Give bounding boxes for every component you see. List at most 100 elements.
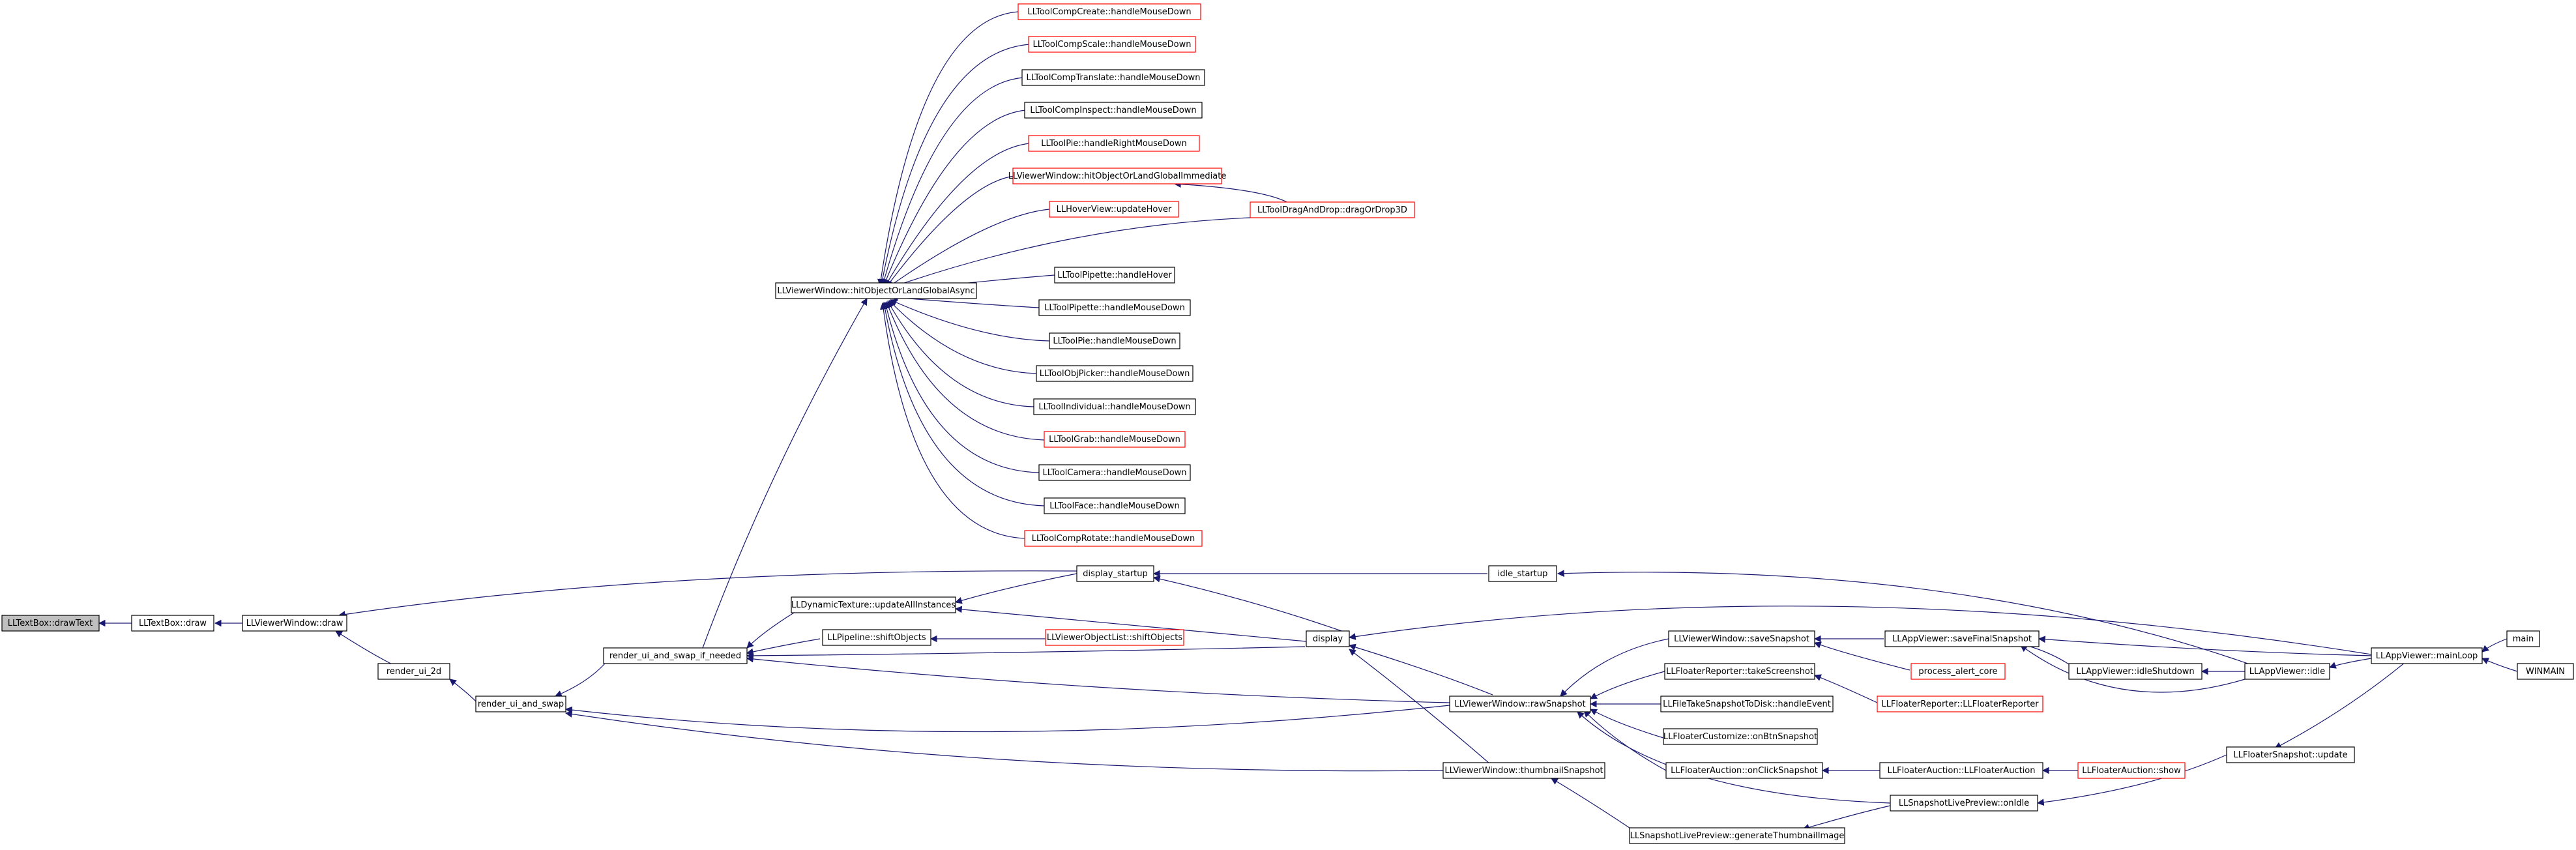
node-grab-down[interactable]: LLToolGrab::handleMouseDown	[1044, 431, 1186, 448]
edge-processalert-to-savesnapshot	[1813, 641, 1910, 671]
node-comp-inspect[interactable]: LLToolCompInspect::handleMouseDown	[1024, 102, 1203, 119]
node-dyn-texture[interactable]: LLDynamicTexture::updateAllInstances	[791, 596, 956, 613]
node-main[interactable]: main	[2506, 630, 2540, 647]
edge-comprotate-to-hitasync	[879, 302, 1027, 539]
node-face-down[interactable]: LLToolFace::handleMouseDown	[1044, 497, 1186, 514]
edge-rawsnapshot-to-renderuiandswapifneeded	[746, 655, 1450, 703]
node-camera-down-label: LLToolCamera::handleMouseDown	[1042, 468, 1186, 478]
node-comp-rotate-label: LLToolCompRotate::handleMouseDown	[1032, 534, 1195, 544]
node-idle-startup[interactable]: idle_startup	[1488, 565, 1557, 582]
edge-customize-to-rawsnapshot	[1590, 709, 1664, 739]
edge-dragordrop-to-hitimmediate	[1173, 181, 1290, 204]
node-drawtext[interactable]: LLTextBox::drawText	[1, 615, 100, 632]
node-render-ui-2d[interactable]: render_ui_2d	[377, 663, 450, 680]
node-dyn-texture-label: LLDynamicTexture::updateAllInstances	[791, 600, 956, 610]
node-auction-ctor[interactable]: LLFloaterAuction::LLFloaterAuction	[1879, 762, 2043, 779]
node-winmain[interactable]: WINMAIN	[2517, 663, 2574, 680]
edge-liveonidle-to-generatethumb	[1802, 805, 1891, 831]
node-auction-click[interactable]: LLFloaterAuction::onClickSnapshot	[1665, 762, 1823, 779]
node-auction-show[interactable]: LLFloaterAuction::show	[2077, 762, 2186, 779]
node-grab-down-label: LLToolGrab::handleMouseDown	[1049, 435, 1180, 445]
node-render-ui-and-swap[interactable]: render_ui_and_swap	[475, 696, 566, 712]
node-render-ui-2d-label: render_ui_2d	[387, 667, 441, 677]
node-main-loop[interactable]: LLAppViewer::mainLoop	[2371, 647, 2483, 664]
node-idle-shutdown[interactable]: LLAppViewer::idleShutdown	[2068, 663, 2203, 680]
node-drawtext-label: LLTextBox::drawText	[8, 619, 93, 628]
edge-face-to-hitasync	[881, 301, 1045, 506]
node-comp-create[interactable]: LLToolCompCreate::handleMouseDown	[1017, 3, 1201, 20]
node-floater-snapshot-update[interactable]: LLFloaterSnapshot::update	[2226, 746, 2355, 763]
edge-reporterctor-to-takescreenshot	[1813, 674, 1878, 703]
node-individual-down[interactable]: LLToolIndividual::handleMouseDown	[1033, 398, 1196, 415]
node-take-screenshot[interactable]: LLFloaterReporter::takeScreenshot	[1664, 663, 1815, 680]
node-hover-update[interactable]: LLHoverView::updateHover	[1049, 201, 1179, 218]
edge-displaystartup-to-viewerwindowdraw	[338, 570, 1077, 618]
node-drag-or-drop[interactable]: LLToolDragAndDrop::dragOrDrop3D	[1250, 201, 1415, 218]
node-process-alert-core[interactable]: process_alert_core	[1910, 663, 2006, 680]
node-floater-reporter-ctor-label: LLFloaterReporter::LLFloaterReporter	[1881, 699, 2039, 709]
edge-takescreenshot-to-rawsnapshot	[1590, 671, 1665, 699]
node-comp-translate-label: LLToolCompTranslate::handleMouseDown	[1026, 73, 1200, 83]
edge-hitimmediate-to-hitasync	[886, 175, 1015, 287]
call-edges	[98, 11, 2518, 831]
node-app-idle[interactable]: LLAppViewer::idle	[2244, 663, 2330, 680]
node-viewerwindow-draw[interactable]: LLViewerWindow::draw	[242, 615, 347, 632]
node-raw-snapshot-label: LLViewerWindow::rawSnapshot	[1454, 699, 1585, 709]
call-nodes: LLTextBox::drawText LLTextBox::draw LLVi…	[1, 3, 2574, 844]
node-camera-down[interactable]: LLToolCamera::handleMouseDown	[1038, 464, 1191, 481]
node-render-ui-and-swap-if-needed[interactable]: render_ui_and_swap_if_needed	[603, 647, 748, 664]
node-pipette-hover-label: LLToolPipette::handleHover	[1057, 271, 1172, 280]
node-pipette-down-label: LLToolPipette::handleMouseDown	[1044, 303, 1185, 313]
node-idle-shutdown-label: LLAppViewer::idleShutdown	[2076, 667, 2194, 677]
node-objpicker-down[interactable]: LLToolObjPicker::handleMouseDown	[1036, 365, 1193, 382]
node-hit-object-async[interactable]: LLViewerWindow::hitObjectOrLandGlobalAsy…	[775, 282, 977, 299]
edge-display-to-displaystartup	[1152, 575, 1346, 633]
node-thumbnail-snapshot[interactable]: LLViewerWindow::thumbnailSnapshot	[1442, 762, 1605, 779]
node-comp-scale-label: LLToolCompScale::handleMouseDown	[1033, 40, 1192, 50]
node-customize-snapshot[interactable]: LLFloaterCustomize::onBtnSnapshot	[1663, 728, 1818, 745]
node-textbox-draw-label: LLTextBox::draw	[139, 619, 207, 628]
edge-winmain-to-mainloop	[2481, 658, 2518, 672]
node-generate-thumbnail[interactable]: LLSnapshotLivePreview::generateThumbnail…	[1629, 827, 1845, 844]
node-main-label: main	[2513, 634, 2534, 644]
node-hit-immediate-label: LLViewerWindow::hitObjectOrLandGlobalImm…	[1008, 171, 1227, 181]
node-pie-right[interactable]: LLToolPie::handleRightMouseDown	[1028, 135, 1200, 152]
edge-thumbnail-to-display	[1349, 649, 1491, 765]
node-pipette-hover[interactable]: LLToolPipette::handleHover	[1054, 267, 1175, 284]
node-comp-rotate[interactable]: LLToolCompRotate::handleMouseDown	[1024, 530, 1203, 547]
node-pipette-down[interactable]: LLToolPipette::handleMouseDown	[1038, 299, 1191, 316]
edge-objpicker-to-hitasync	[888, 300, 1038, 374]
node-comp-scale[interactable]: LLToolCompScale::handleMouseDown	[1028, 36, 1196, 53]
edge-renderuiandswapifneeded-to-renderuiandswap	[555, 663, 606, 697]
edge-comptranslate-to-hitasync	[881, 77, 1024, 287]
node-display[interactable]: display	[1306, 630, 1350, 647]
edge-camera-to-hitasync	[883, 301, 1040, 473]
node-live-preview-onidle[interactable]: LLSnapshotLivePreview::onIdle	[1890, 795, 2038, 812]
node-display-startup[interactable]: display_startup	[1076, 565, 1154, 582]
node-textbox-draw[interactable]: LLTextBox::draw	[131, 615, 214, 632]
node-floater-reporter-ctor[interactable]: LLFloaterReporter::LLFloaterReporter	[1877, 696, 2043, 712]
edge-main-to-mainloop	[2481, 638, 2508, 652]
edge-piedown-to-hitasync	[890, 299, 1050, 342]
node-display-startup-label: display_startup	[1083, 569, 1147, 579]
node-save-final-snapshot-label: LLAppViewer::saveFinalSnapshot	[1892, 634, 2032, 644]
edge-displaystartup-to-dyntexture	[954, 573, 1077, 604]
node-file-take-snapshot[interactable]: LLFileTakeSnapshotToDisk::handleEvent	[1660, 696, 1834, 712]
node-pie-down[interactable]: LLToolPie::handleMouseDown	[1049, 332, 1180, 349]
node-objlist-shift[interactable]: LLViewerObjectList::shiftObjects	[1045, 629, 1184, 646]
node-viewerwindow-draw-label: LLViewerWindow::draw	[246, 619, 344, 628]
node-comp-inspect-label: LLToolCompInspect::handleMouseDown	[1030, 106, 1196, 115]
node-save-final-snapshot[interactable]: LLAppViewer::saveFinalSnapshot	[1884, 630, 2040, 647]
node-hit-immediate[interactable]: LLViewerWindow::hitObjectOrLandGlobalImm…	[1008, 168, 1227, 184]
node-raw-snapshot[interactable]: LLViewerWindow::rawSnapshot	[1449, 696, 1591, 712]
node-save-snapshot[interactable]: LLViewerWindow::saveSnapshot	[1668, 630, 1815, 647]
node-live-preview-onidle-label: LLSnapshotLivePreview::onIdle	[1899, 799, 2029, 808]
node-pipeline-shift-label: LLPipeline::shiftObjects	[827, 633, 926, 643]
node-drag-or-drop-label: LLToolDragAndDrop::dragOrDrop3D	[1257, 205, 1407, 215]
node-comp-translate[interactable]: LLToolCompTranslate::handleMouseDown	[1021, 69, 1205, 86]
edge-compscale-to-hitasync	[879, 44, 1031, 287]
edge-display-to-dyntexture	[954, 606, 1307, 642]
edge-dyntexture-to-renderuiandswapifneeded	[746, 612, 795, 649]
node-pipeline-shift[interactable]: LLPipeline::shiftObjects	[822, 629, 931, 646]
edge-savesnapshot-to-rawsnapshot	[1560, 638, 1669, 697]
